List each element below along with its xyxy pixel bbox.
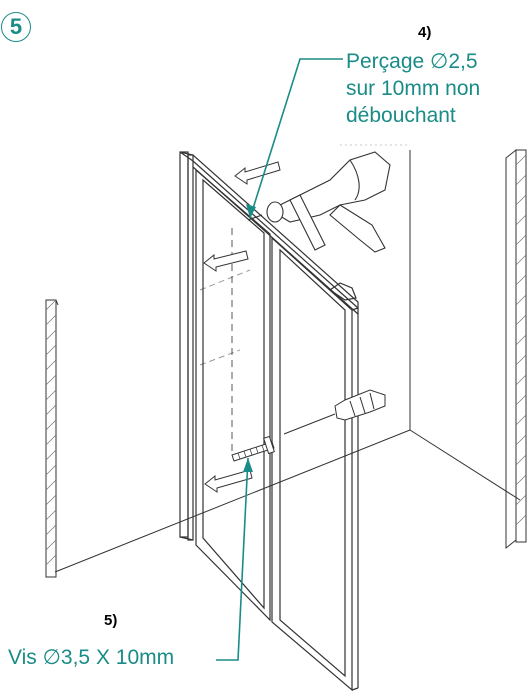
screw-annotation-text: Vis ∅3,5 X 10mm [8,646,175,669]
screwdriver-illustration [283,389,386,435]
screw-illustration [231,435,275,462]
leader-lines [216,58,343,661]
drill-annotation-line-3: débouchant [346,104,456,127]
arrow-left-icon [234,161,281,185]
screw-leader-arrow-icon [243,458,253,472]
right-wall-profile [505,148,527,550]
drill-annotation-line-1: Perçage ∅2,5 [346,50,478,73]
arrow-left-icon [204,469,253,493]
left-wall-profile [45,299,59,578]
door-frame [179,151,359,692]
drill-leader-line [249,58,343,219]
screw-leader-line [216,457,249,661]
drill-annotation-line-2: sur 10mm non [346,77,481,100]
drill-illustration [247,151,391,253]
drill-leader-arrow-icon [246,204,256,218]
room-walls [54,150,521,573]
step-number-badge: 5 [1,12,31,42]
motion-arrows [203,161,281,493]
arrow-left-icon [203,250,249,272]
screw-annotation-number: 5) [104,612,118,629]
drill-annotation-number: 4) [418,24,432,41]
